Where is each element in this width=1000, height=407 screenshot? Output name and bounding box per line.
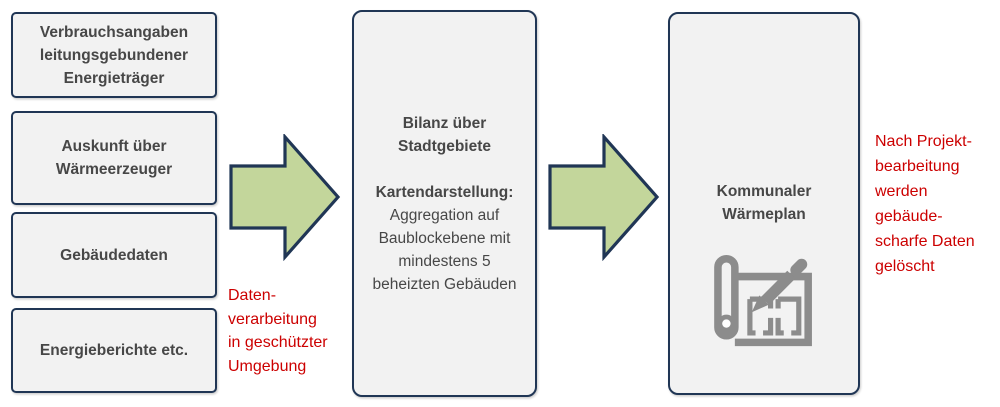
source-box-auskunft-waermeerzeuger: Auskunft über Wärmeerzeuger <box>11 111 217 205</box>
source-box-label: Gebäudedaten <box>60 246 168 264</box>
source-box-label: Energieberichte etc. <box>39 342 189 359</box>
flow-arrow-icon <box>229 134 341 261</box>
process-box-bilanz: Bilanz über Stadtgebiete Kartendarstellu… <box>352 10 537 397</box>
process-box-title: Bilanz über Stadtgebiete <box>397 114 491 155</box>
source-box-label: Auskunft über Wärmeerzeuger <box>55 138 173 178</box>
result-box-title: Kommunaler Wärmeplan <box>716 183 812 223</box>
source-box-label: Verbrauchsangaben leitungsgebundener Ene… <box>39 23 189 87</box>
annotation-processing-note: Daten- verarbeitung in geschützter Umgeb… <box>228 287 328 375</box>
flow-arrow-icon <box>548 134 660 261</box>
source-box-energieberichte: Energieberichte etc. <box>11 308 217 393</box>
annotation-deletion-note: Nach Projekt- bearbeitung werden gebäude… <box>875 133 975 275</box>
process-box-subtitle: Kartendarstellung: <box>375 183 514 201</box>
source-box-verbrauchsangaben: Verbrauchsangaben leitungsgebundener Ene… <box>11 12 217 98</box>
result-box-waermeplan: Kommunaler Wärmeplan <box>668 12 860 395</box>
blueprint-pencil-icon <box>714 254 812 347</box>
process-box-description: Aggregation auf Baublockebene mit mindes… <box>372 206 517 293</box>
source-box-gebaeudedaten: Gebäudedaten <box>11 212 217 298</box>
